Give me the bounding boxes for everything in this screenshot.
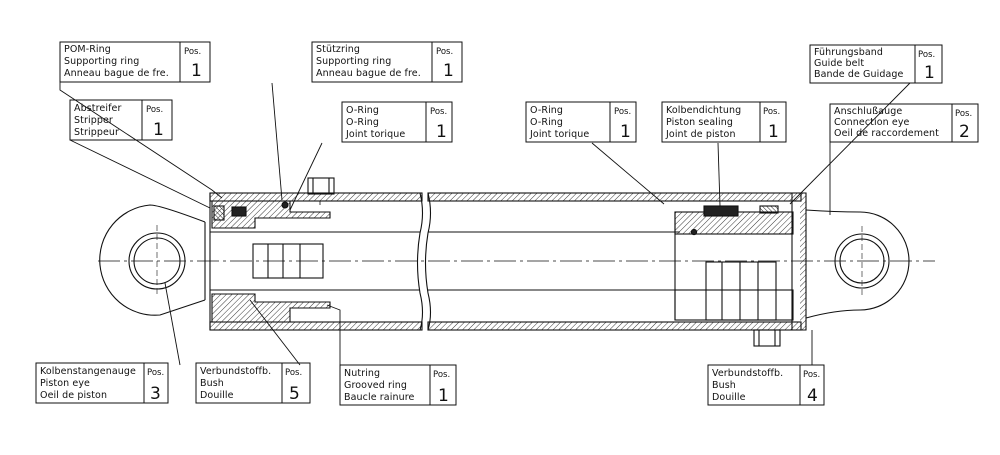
pos-number: 4 xyxy=(807,386,818,406)
pos-label: Pos. xyxy=(433,370,450,380)
label-line-3: Oeil de raccordement xyxy=(834,128,939,139)
pos-label: Pos. xyxy=(146,105,163,115)
pos-label: Pos. xyxy=(955,109,972,119)
pos-number: 1 xyxy=(443,61,454,81)
label-line-1: O-Ring xyxy=(530,105,563,116)
label-line-2: Connection eye xyxy=(834,117,910,128)
label-line-3: Joint de piston xyxy=(665,129,736,140)
label-line-3: Bande de Guidage xyxy=(814,69,904,80)
label-line-2: Guide belt xyxy=(814,58,864,69)
label-line-2: Bush xyxy=(200,378,224,389)
label-line-3: Douille xyxy=(200,390,234,401)
label-line-1: O-Ring xyxy=(346,105,379,116)
cylinder-tube-right xyxy=(427,192,807,347)
callout-abstreifer: Abstreifer Stripper Strippeur Pos. 1 xyxy=(69,99,173,141)
pos-number: 1 xyxy=(620,122,631,142)
label-line-1: Verbundstoffb. xyxy=(712,368,783,379)
label-line-2: Stripper xyxy=(74,115,113,126)
label-line-3: Baucle rainure xyxy=(344,392,414,403)
label-line-2: Piston eye xyxy=(40,378,90,389)
label-line-3: Strippeur xyxy=(74,127,119,138)
pos-number: 1 xyxy=(191,61,202,81)
pos-label: Pos. xyxy=(184,47,201,57)
callout-nutring: Nutring Grooved ring Baucle rainure Pos.… xyxy=(339,364,457,406)
break-marks xyxy=(416,192,432,331)
label-line-1: Abstreifer xyxy=(74,103,121,114)
pos-number: 1 xyxy=(436,122,447,142)
pos-number: 1 xyxy=(924,63,935,83)
pos-number: 1 xyxy=(153,120,164,140)
callout-kolbendichtung: Kolbendichtung Piston sealing Joint de p… xyxy=(661,101,787,143)
pos-number: 2 xyxy=(959,122,970,142)
label-line-1: Verbundstoffb. xyxy=(200,366,271,377)
label-line-2: Piston sealing xyxy=(666,117,733,128)
label-line-1: Nutring xyxy=(344,368,380,379)
cylinder-tube-left xyxy=(209,177,423,331)
label-line-1: Anschlußauge xyxy=(834,106,902,117)
label-line-3: Anneau bague de fre. xyxy=(64,68,169,79)
pos-label: Pos. xyxy=(614,107,631,117)
callout-fuehrungsband: Führungsband Guide belt Bande de Guidage… xyxy=(809,44,943,84)
callout-pom-ring: POM-Ring Supporting ring Anneau bague de… xyxy=(59,41,211,83)
callout-stuetzring: Stützring Supporting ring Anneau bague d… xyxy=(311,41,463,83)
pos-number: 1 xyxy=(438,386,449,406)
pos-label: Pos. xyxy=(436,47,453,57)
label-line-2: Supporting ring xyxy=(64,56,139,67)
label-line-2: Grooved ring xyxy=(344,380,407,391)
pos-label: Pos. xyxy=(147,368,164,378)
pos-label: Pos. xyxy=(285,368,302,378)
pos-label: Pos. xyxy=(918,50,935,60)
label-line-3: Oeil de piston xyxy=(40,390,107,401)
piston-rod xyxy=(204,222,420,300)
connection-eye xyxy=(805,209,910,319)
pos-label: Pos. xyxy=(763,107,780,117)
callout-o-ring-piston: O-Ring O-Ring Joint torique Pos. 1 xyxy=(525,101,637,143)
pos-number: 5 xyxy=(289,384,300,404)
callout-kolbenstangenauge: Kolbenstangenauge Piston eye Oeil de pis… xyxy=(35,362,169,404)
pos-label: Pos. xyxy=(430,107,447,117)
label-line-1: Kolbendichtung xyxy=(666,105,741,116)
label-line-1: Kolbenstangenauge xyxy=(40,366,136,377)
pos-label: Pos. xyxy=(803,370,820,380)
callout-o-ring-rod: O-Ring O-Ring Joint torique Pos. 1 xyxy=(341,101,453,143)
label-line-2: O-Ring xyxy=(346,117,379,128)
pos-number: 3 xyxy=(150,384,161,404)
label-line-2: O-Ring xyxy=(530,117,563,128)
label-line-1: POM-Ring xyxy=(64,44,111,55)
label-line-2: Supporting ring xyxy=(316,56,391,67)
label-line-3: Douille xyxy=(712,392,746,403)
pos-number: 1 xyxy=(768,122,779,142)
piston-eye xyxy=(99,204,206,316)
label-line-1: Führungsband xyxy=(814,47,883,58)
label-line-2: Bush xyxy=(712,380,736,391)
label-line-3: Joint torique xyxy=(345,129,405,140)
callout-verbundstoffb-rod: Verbundstoffb. Bush Douille Pos. 5 xyxy=(195,362,311,404)
cylinder-drawing xyxy=(98,177,935,347)
label-line-3: Anneau bague de fre. xyxy=(316,68,421,79)
label-line-1: Stützring xyxy=(316,44,360,55)
callout-anschlussauge: Anschlußauge Connection eye Oeil de racc… xyxy=(829,103,979,143)
label-line-3: Joint torique xyxy=(529,129,589,140)
callout-verbundstoffb-base: Verbundstoffb. Bush Douille Pos. 4 xyxy=(707,364,825,406)
